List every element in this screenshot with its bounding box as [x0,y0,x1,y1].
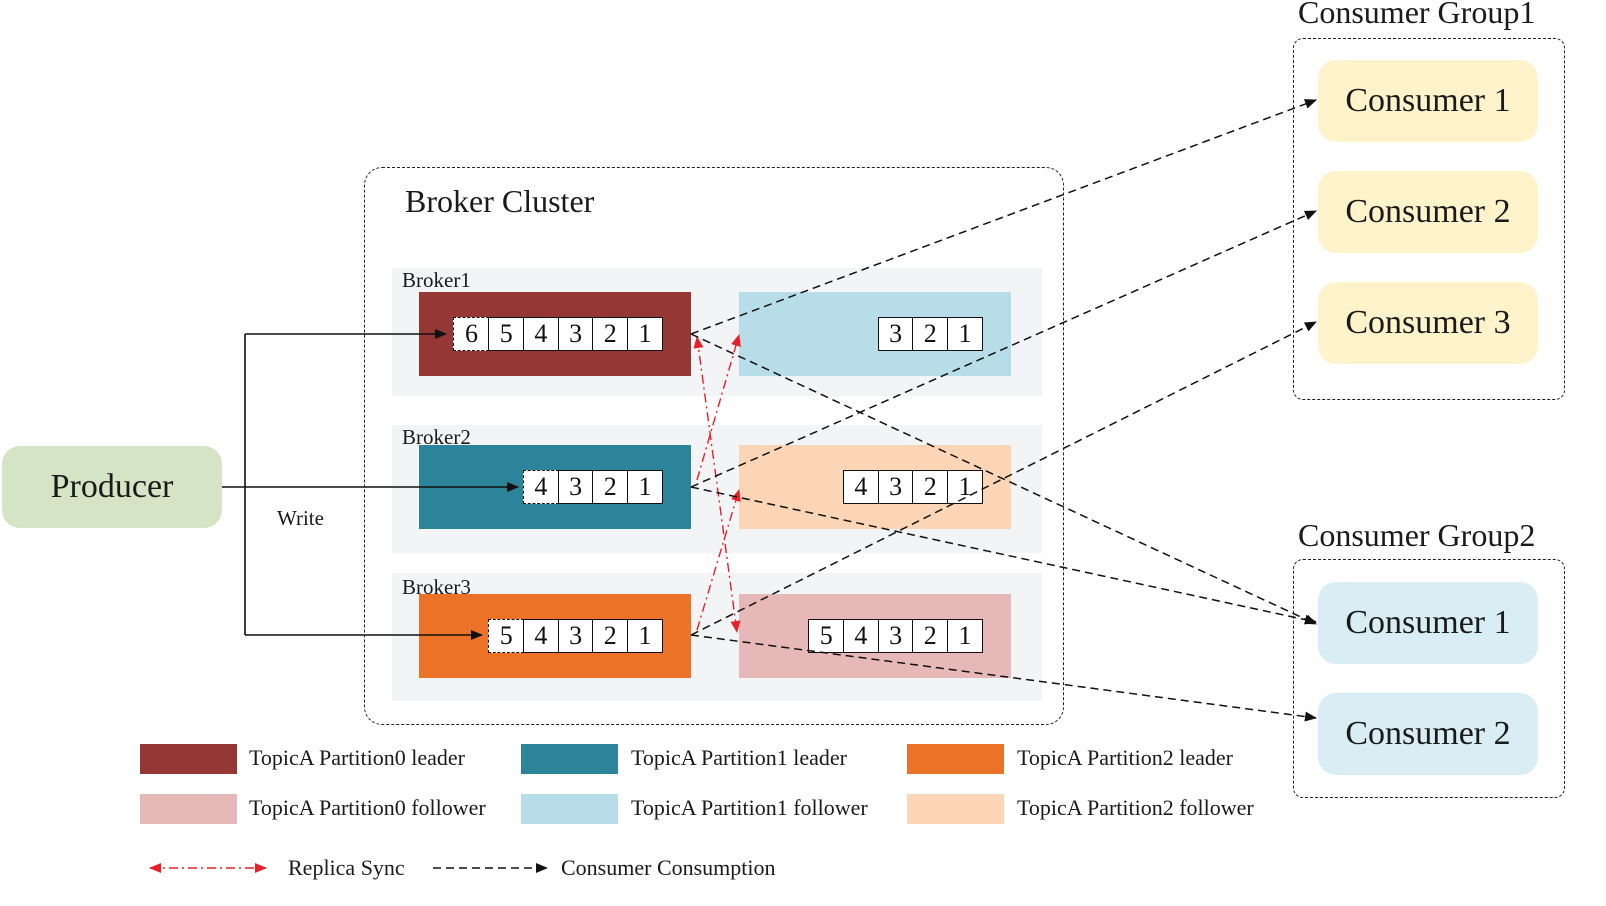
legend-swatch-p0-follower [140,794,237,824]
message-cell: 1 [627,470,663,504]
write-label: Write [277,506,324,530]
group1-consumer-3: Consumer 3 [1318,282,1538,364]
message-cell: 2 [912,619,949,653]
legend-label: TopicA Partition0 follower [249,795,486,820]
broker1-label: Broker1 [402,268,471,292]
write-lines [222,329,519,640]
legend-label: TopicA Partition1 leader [631,745,847,770]
message-cell: 3 [557,470,594,504]
consumption-lines [690,99,1317,722]
message-cell: 5 [488,619,525,653]
broker1-follower-messages: 3 2 1 [877,317,983,351]
consumer-label: Consumer 2 [1345,193,1511,230]
replica-sync-line [693,336,741,633]
broker-cluster [364,167,1064,725]
legend-swatch-p2-leader [907,744,1004,774]
consumption-line [690,333,1317,625]
message-cell: 3 [557,619,594,653]
replica-sync-line [696,489,741,631]
consumer-label: Consumer 3 [1345,304,1511,341]
broker-cluster-title: Broker Cluster [405,183,595,219]
group1-consumer-1: Consumer 1 [1318,60,1538,142]
message-cell: 4 [842,470,879,504]
message-cell: 2 [592,619,629,653]
message-cell: 5 [808,619,845,653]
group2-consumer-1: Consumer 1 [1318,582,1538,664]
producer-node: Producer [2,446,222,528]
message-cell: 5 [488,317,525,351]
consumption-line [690,634,1317,722]
message-cell: 6 [453,317,490,351]
group1-consumer-2: Consumer 2 [1318,171,1538,253]
consumer-group2 [1293,559,1565,798]
consumption-line [690,210,1317,488]
consumer-label: Consumer 1 [1345,604,1511,641]
message-cell: 2 [912,470,949,504]
consumer-label: Consumer 1 [1345,82,1511,119]
consumer-group2-title: Consumer Group2 [1298,517,1536,553]
consumption-line [690,486,1317,625]
consumer-label: Consumer 2 [1345,715,1511,752]
message-cell: 3 [557,317,594,351]
consumer-group1-title: Consumer Group1 [1298,0,1536,30]
consumption-line [690,99,1317,335]
write-line-bus [222,334,246,635]
legend-label: TopicA Partition2 leader [1017,745,1233,770]
legend-label: TopicA Partition2 follower [1017,795,1254,820]
message-cell: 1 [947,619,983,653]
producer-label: Producer [50,468,174,505]
message-cell: 4 [522,470,559,504]
replica-sync-legend-label: Replica Sync [288,855,405,880]
legend-label: TopicA Partition0 leader [249,745,465,770]
consumption-legend-label: Consumer Consumption [561,855,776,880]
replica-sync-lines [693,334,741,633]
replica-sync-line [696,334,741,481]
broker1-leader-messages: 6 5 4 3 2 1 [453,317,663,351]
message-cell: 1 [947,317,983,351]
message-cell: 3 [877,470,914,504]
message-cell: 1 [627,317,663,351]
legend-swatch-p2-follower [907,794,1004,824]
legend-swatch-p1-leader [521,744,618,774]
broker2-leader-messages: 4 3 2 1 [522,470,663,504]
message-cell: 1 [627,619,663,653]
legend-swatch-p1-follower [521,794,618,824]
group2-consumer-2: Consumer 2 [1318,693,1538,775]
message-cell: 2 [592,470,629,504]
legend-label: TopicA Partition1 follower [631,795,868,820]
consumer-group1 [1293,38,1565,400]
legend-swatch-p0-leader [140,744,237,774]
broker3-leader-messages: 5 4 3 2 1 [488,619,663,653]
broker3-follower-messages: 5 4 3 2 1 [808,619,983,653]
